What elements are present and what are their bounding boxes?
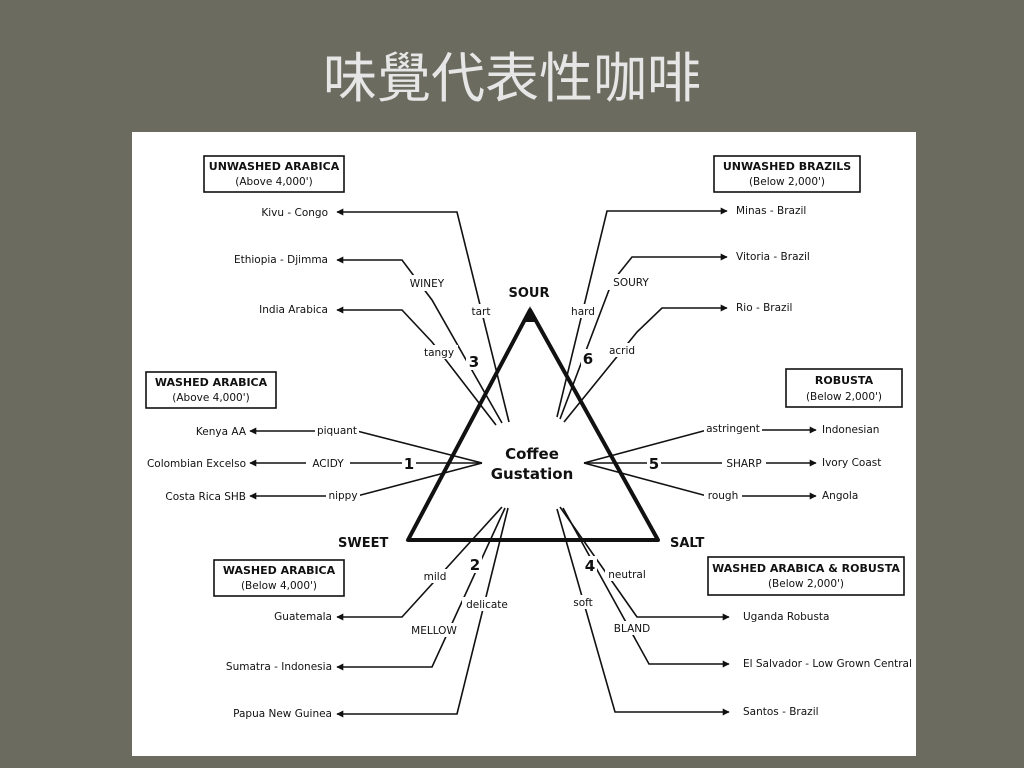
group-2-coffee-1: Guatemala	[274, 611, 332, 623]
group-2-coffee-3: Papua New Guinea	[233, 708, 332, 720]
diagram-canvas: SOUR SWEET SALT Coffee Gustation UNWASHE…	[145, 155, 912, 720]
group-6-number: 6	[583, 350, 593, 368]
group-4-term-2: soft	[573, 597, 593, 609]
group-6-term-1: hard	[571, 306, 595, 318]
group-3-category: WINEY	[410, 278, 445, 290]
group-1-category: ACIDY	[312, 458, 344, 470]
group-2-term-2: delicate	[466, 599, 508, 611]
group-3-coffee-1: Kivu - Congo	[261, 207, 328, 219]
group-1-term-2: nippy	[328, 490, 357, 502]
group-6-box-title: UNWASHED BRAZILS	[723, 160, 851, 173]
group-4-term-1: neutral	[608, 569, 646, 581]
group-6-box-subtitle: (Below 2,000')	[749, 176, 825, 188]
group-2-box-subtitle: (Below 4,000')	[241, 580, 317, 592]
group-6-coffee-1: Minas - Brazil	[736, 205, 806, 217]
group-4-category: BLAND	[614, 623, 650, 635]
center-label-coffee: Coffee	[505, 445, 559, 463]
group-3-box-subtitle: (Above 4,000')	[235, 176, 312, 188]
group-5-category: SHARP	[726, 458, 761, 470]
slide-title: 味覺代表性咖啡	[323, 47, 701, 110]
group-2-number: 2	[470, 556, 480, 574]
gustation-diagram: SOUR SWEET SALT Coffee Gustation UNWASHE…	[132, 132, 916, 756]
group-2-term-1: mild	[424, 571, 447, 583]
group-4-coffee-1: Uganda Robusta	[743, 611, 829, 623]
group-2-coffee-2: Sumatra - Indonesia	[226, 661, 332, 673]
group-6-coffee-3: Rio - Brazil	[736, 302, 792, 314]
group-3-term-2: tangy	[424, 347, 454, 359]
group-1-box-title: WASHED ARABICA	[155, 376, 268, 389]
group-3-coffee-2: Ethiopia - Djimma	[234, 254, 328, 266]
corner-sour: SOUR	[509, 286, 550, 301]
group-5-term-1: astringent	[706, 423, 760, 435]
group-1-coffee-3: Costa Rica SHB	[165, 491, 246, 503]
group-6-coffee-2: Vitoria - Brazil	[736, 251, 810, 263]
group-5-coffee-1: Indonesian	[822, 424, 879, 436]
group-1-acidy	[145, 371, 483, 500]
corner-salt: SALT	[670, 536, 705, 551]
group-3-box-title: UNWASHED ARABICA	[209, 160, 340, 173]
group-5-box-title: ROBUSTA	[815, 374, 874, 387]
center-label-gustation: Gustation	[491, 465, 574, 483]
group-4-box-subtitle: (Below 2,000')	[768, 578, 844, 590]
group-2-category: MELLOW	[411, 625, 457, 637]
group-4-bland	[556, 506, 905, 716]
group-3-term-1: tart	[472, 306, 491, 318]
group-5-number: 5	[649, 455, 659, 473]
group-4-coffee-3: Santos - Brazil	[743, 706, 819, 718]
group-5-coffee-3: Angola	[822, 490, 858, 502]
group-6-term-2: acrid	[609, 345, 635, 357]
group-5-box-subtitle: (Below 2,000')	[806, 391, 882, 403]
group-2-box-title: WASHED ARABICA	[223, 564, 336, 577]
group-3-number: 3	[469, 353, 479, 371]
group-5-coffee-2: Ivory Coast	[822, 457, 881, 469]
group-1-coffee-2: Colombian Excelso	[147, 458, 246, 470]
group-3-coffee-3: India Arabica	[259, 304, 328, 316]
group-1-box-subtitle: (Above 4,000')	[172, 392, 249, 404]
group-4-coffee-2: El Salvador - Low Grown Central	[743, 658, 912, 670]
group-4-box-title: WASHED ARABICA & ROBUSTA	[712, 562, 900, 575]
group-1-number: 1	[404, 455, 414, 473]
taste-triangle	[406, 308, 660, 542]
group-1-term-1: piquant	[317, 425, 357, 437]
corner-sweet: SWEET	[338, 536, 388, 551]
group-5-term-2: rough	[708, 490, 739, 502]
group-4-number: 4	[585, 557, 595, 575]
sour-vertex-marker	[524, 306, 536, 322]
group-6-category: SOURY	[613, 277, 649, 289]
group-1-coffee-1: Kenya AA	[196, 426, 247, 438]
